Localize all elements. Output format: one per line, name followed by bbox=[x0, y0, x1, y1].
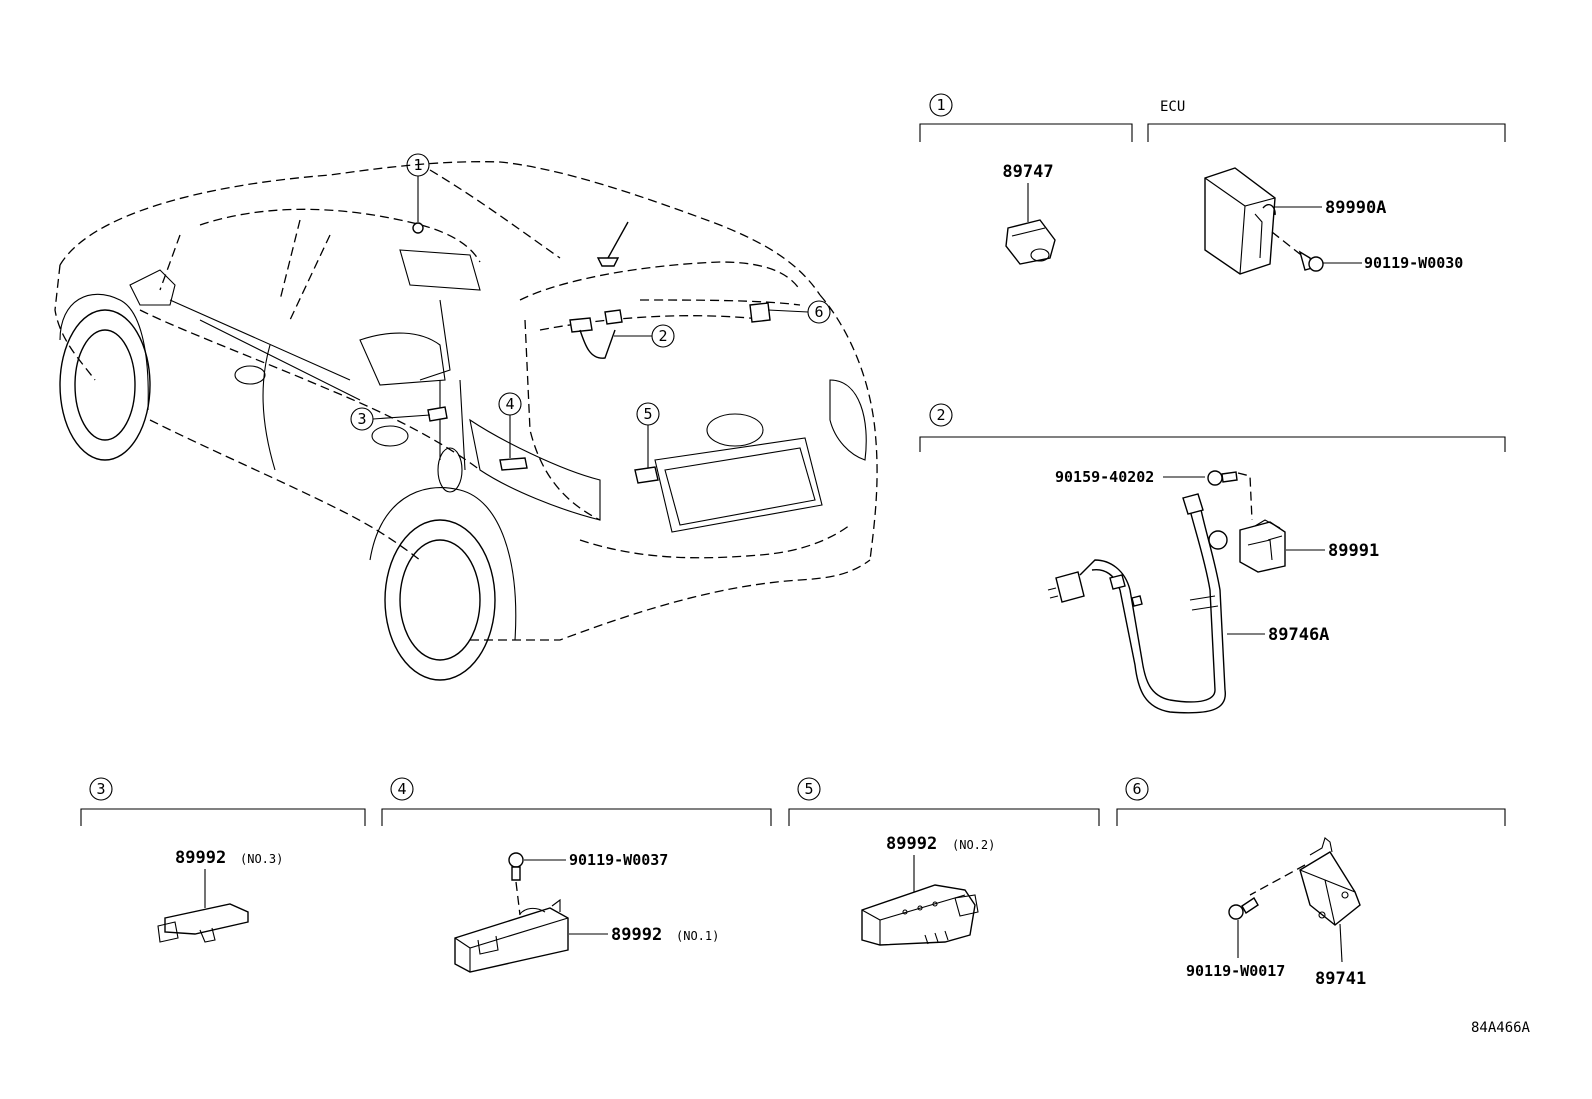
part-89990A-label: 89990A bbox=[1325, 198, 1386, 218]
section-4-number: 4 bbox=[397, 780, 406, 798]
part-90119-W0030-label: 90119-W0030 bbox=[1364, 254, 1463, 272]
section-ecu: ECU 89990A 90119-W0030 bbox=[1147, 99, 1506, 275]
part-89746A bbox=[1047, 493, 1228, 714]
bolt-90119-W0030 bbox=[1271, 231, 1324, 272]
part-90119-W0037-label: 90119-W0037 bbox=[569, 851, 668, 869]
part-89991-label: 89991 bbox=[1328, 541, 1379, 561]
part-89992-no3-label: 89992 bbox=[175, 848, 226, 868]
bolt-90119-W0017 bbox=[1228, 897, 1259, 920]
callout-2: 2 bbox=[658, 327, 667, 345]
part-89741 bbox=[1249, 837, 1361, 926]
car-illustration bbox=[54, 161, 878, 681]
part-89992-no3 bbox=[157, 903, 249, 943]
section-6: 6 89741 90119-W0017 bbox=[1116, 777, 1506, 989]
section-2-number: 2 bbox=[936, 406, 945, 424]
section-6-number: 6 bbox=[1132, 780, 1141, 798]
callout-1: 1 bbox=[413, 156, 422, 174]
callout-5: 5 bbox=[643, 405, 652, 423]
part-89992-no1-label: 89992 bbox=[611, 925, 662, 945]
part-89741-label: 89741 bbox=[1315, 969, 1366, 989]
section-3: 3 89992 (NO.3) bbox=[80, 777, 366, 943]
car-callouts: 1 2 3 4 5 6 bbox=[350, 153, 831, 468]
section-1: 1 89747 bbox=[919, 93, 1133, 265]
callout-3: 3 bbox=[357, 410, 366, 428]
part-89990A bbox=[1204, 167, 1276, 275]
section-1-number: 1 bbox=[936, 96, 945, 114]
ecu-label: ECU bbox=[1160, 99, 1185, 115]
bolt-90159-40202 bbox=[1207, 470, 1253, 521]
part-89991 bbox=[1239, 519, 1286, 573]
part-89992-no3-note: (NO.3) bbox=[240, 852, 283, 866]
part-89992-no2 bbox=[861, 884, 979, 946]
part-89992-no2-label: 89992 bbox=[886, 834, 937, 854]
drawing-code: 84A466A bbox=[1471, 1020, 1531, 1036]
part-89746A-label: 89746A bbox=[1268, 625, 1329, 645]
section-5-number: 5 bbox=[804, 780, 813, 798]
section-4: 4 90119-W0037 89992 (NO.1) bbox=[381, 777, 772, 973]
callout-4: 4 bbox=[505, 395, 514, 413]
callout-6: 6 bbox=[814, 303, 823, 321]
bolt-90119-W0037 bbox=[508, 852, 524, 916]
section-5: 5 89992 (NO.2) bbox=[788, 777, 1100, 946]
part-90119-W0017-label: 90119-W0017 bbox=[1186, 962, 1285, 980]
part-89992-no2-note: (NO.2) bbox=[952, 838, 995, 852]
section-2: 2 90159-40202 89991 bbox=[919, 403, 1506, 714]
part-90159-40202-label: 90159-40202 bbox=[1055, 468, 1154, 486]
part-89747 bbox=[1005, 219, 1056, 265]
part-89992-no1-note: (NO.1) bbox=[676, 929, 719, 943]
part-89992-no1 bbox=[454, 898, 569, 973]
section-3-number: 3 bbox=[96, 780, 105, 798]
part-89747-label: 89747 bbox=[1002, 162, 1053, 182]
